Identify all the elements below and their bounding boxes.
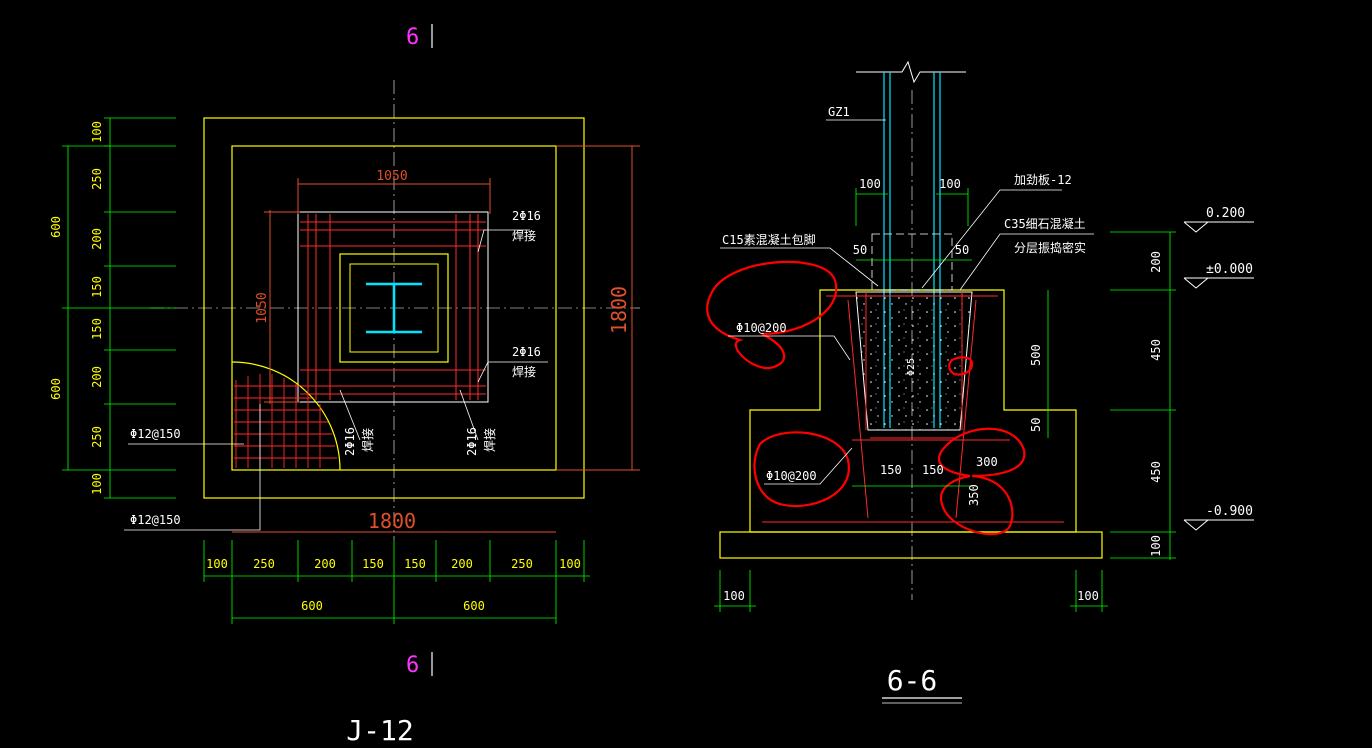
section-dim-50-right: 50 bbox=[955, 243, 969, 257]
section-mark-top: 6 bbox=[406, 25, 419, 50]
elevation-bottom: -0.900 bbox=[1206, 504, 1253, 519]
bottom-dim-3: 200 bbox=[314, 557, 336, 571]
left-dim-4: 150 bbox=[90, 276, 104, 298]
bottom-dim-7: 250 bbox=[511, 557, 533, 571]
section-right-dims bbox=[1110, 231, 1176, 560]
section-top-dims bbox=[855, 188, 972, 261]
column-break-line bbox=[856, 60, 966, 84]
bottom-dim-6: 200 bbox=[451, 557, 473, 571]
column-base-outline bbox=[339, 253, 449, 363]
stirrup-label-2: Φ10@200 bbox=[766, 469, 817, 483]
footing-section-outline bbox=[749, 289, 1077, 533]
column-plate-outline bbox=[349, 263, 439, 353]
inner-dimension-lines bbox=[232, 145, 640, 533]
weld-label-3: 焊接 bbox=[360, 428, 375, 452]
pedestal-rebar-grid bbox=[300, 214, 486, 400]
footing-outline bbox=[203, 117, 585, 499]
bedding-layer bbox=[719, 531, 1103, 559]
bottom-dimension-chain bbox=[203, 540, 590, 624]
bottom-dim-2: 250 bbox=[253, 557, 275, 571]
left-dim-7: 250 bbox=[90, 426, 104, 448]
rebar-label-1: 2Φ16 bbox=[512, 209, 541, 223]
rebar-label-4: 2Φ16 bbox=[465, 427, 479, 456]
concrete-label: C35细石混凝土 bbox=[1004, 216, 1086, 231]
section-leaders bbox=[720, 119, 1094, 485]
section-mark-bottom: 6 bbox=[406, 653, 419, 678]
section-dim-50-bottom: 50 bbox=[1029, 418, 1043, 432]
left-dim-5: 150 bbox=[90, 318, 104, 340]
review-markup-circles bbox=[706, 260, 1026, 536]
section-dim-100-left: 100 bbox=[859, 177, 881, 191]
mesh-label-2: Φ12@150 bbox=[130, 513, 181, 527]
section-dim-300: 300 bbox=[976, 455, 998, 469]
right-dim-1: 200 bbox=[1149, 251, 1163, 273]
section-rebar bbox=[762, 292, 1064, 523]
elevation-top: 0.200 bbox=[1206, 206, 1245, 221]
right-dim-2: 450 bbox=[1149, 339, 1163, 361]
footing-step-outline bbox=[231, 145, 557, 471]
left-dimension-chain bbox=[62, 117, 176, 499]
bottom-total-1: 600 bbox=[301, 599, 323, 613]
left-total-2: 600 bbox=[49, 378, 63, 400]
section-bottom-dim-left: 100 bbox=[723, 589, 745, 603]
bottom-total-2: 600 bbox=[463, 599, 485, 613]
bottom-dim-1: 100 bbox=[206, 557, 228, 571]
overall-dim-vertical-label: 1800 bbox=[607, 286, 631, 334]
mesh-detail bbox=[231, 361, 341, 471]
section-view: 100 100 50 50 GZ1 加劲板-12 C35细石混凝土 分层振捣密实… bbox=[706, 60, 1254, 704]
bottom-dim-5: 150 bbox=[404, 557, 426, 571]
plan-view: 1050 1050 1800 1800 100 250 200 150 150 … bbox=[49, 24, 640, 747]
section-title: 6-6 bbox=[887, 664, 938, 697]
left-dim-1: 100 bbox=[90, 121, 104, 143]
inner-dim-label: 1050 bbox=[376, 169, 407, 184]
section-dim-350: 350 bbox=[967, 484, 981, 506]
h-column-icon bbox=[366, 282, 422, 334]
elevation-markers bbox=[1183, 221, 1254, 531]
section-dim-50-left: 50 bbox=[853, 243, 867, 257]
overall-dim-label: 1800 bbox=[368, 509, 416, 533]
weld-label-1: 焊接 bbox=[512, 228, 536, 243]
left-dim-6: 200 bbox=[90, 366, 104, 388]
section-bottom-dim-right: 100 bbox=[1077, 589, 1099, 603]
bottom-dim-4: 150 bbox=[362, 557, 384, 571]
section-dim-150-left: 150 bbox=[880, 463, 902, 477]
weld-leaders bbox=[339, 229, 548, 441]
section-inner-dims bbox=[852, 290, 1049, 487]
right-dim-4: 100 bbox=[1149, 535, 1163, 557]
weld-label-2: 焊接 bbox=[512, 364, 536, 379]
right-dim-3: 450 bbox=[1149, 461, 1163, 483]
pedestal-outline bbox=[297, 211, 489, 403]
stiffener-label: 加劲板-12 bbox=[1014, 173, 1072, 187]
encasement-outline bbox=[871, 233, 953, 291]
left-dim-3: 200 bbox=[90, 228, 104, 250]
section-bottom-dims bbox=[714, 570, 1108, 612]
layer-label: 分层振捣密实 bbox=[1014, 240, 1086, 255]
section-dim-100-right: 100 bbox=[939, 177, 961, 191]
plan-title: J-12 bbox=[346, 714, 413, 747]
section-dim-500: 500 bbox=[1029, 344, 1043, 366]
weld-label-4: 焊接 bbox=[482, 428, 497, 452]
stirrup-label-1: Φ10@200 bbox=[736, 321, 787, 335]
left-dim-2: 250 bbox=[90, 168, 104, 190]
rebar-label-2: 2Φ16 bbox=[512, 345, 541, 359]
mesh-label-1: Φ12@150 bbox=[130, 427, 181, 441]
socket-concrete bbox=[855, 291, 973, 431]
section-dim-150-right: 150 bbox=[922, 463, 944, 477]
elevation-zero: ±0.000 bbox=[1206, 262, 1253, 277]
encasement-label: C15素混凝土包脚 bbox=[722, 232, 816, 247]
left-total-1: 600 bbox=[49, 216, 63, 238]
mesh-leaders bbox=[124, 404, 261, 531]
rebar-label-3: 2Φ16 bbox=[343, 427, 357, 456]
left-dim-8: 100 bbox=[90, 473, 104, 495]
bottom-dim-8: 100 bbox=[559, 557, 581, 571]
diameter-label: Φ25 bbox=[906, 358, 917, 376]
column-label: GZ1 bbox=[828, 105, 850, 119]
inner-dim-vertical-label: 1050 bbox=[255, 292, 270, 323]
